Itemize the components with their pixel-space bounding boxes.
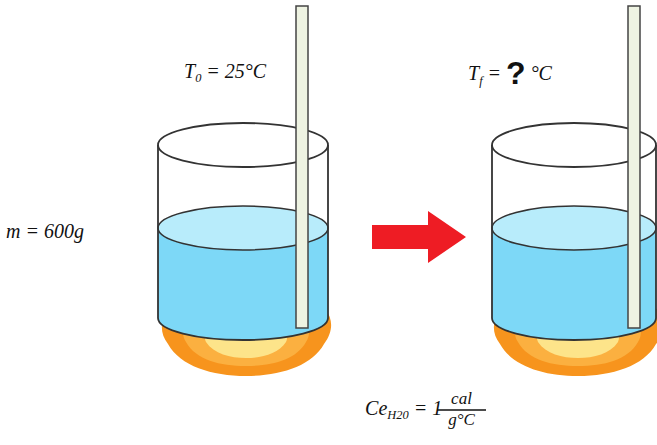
unit-numerator: cal	[451, 390, 472, 409]
text-part: m = 600g	[6, 220, 84, 242]
text-part: °C	[526, 62, 552, 84]
mass-label: m = 600g	[6, 220, 84, 242]
text-part: Ce	[365, 397, 387, 419]
text-part: = 25°C	[201, 60, 266, 82]
unit-denominator: g°C	[448, 411, 475, 430]
text-part: ?	[506, 55, 526, 91]
text-part: g°C	[448, 410, 475, 429]
text-part: f	[479, 74, 482, 88]
text-part: 0	[195, 71, 201, 85]
text-part: T	[184, 60, 195, 82]
specific-heat: CeH20 = 1	[365, 397, 442, 423]
left-thermometer	[296, 6, 308, 328]
initial-temperature: T0 = 25°C	[184, 60, 266, 86]
text-part: T	[468, 62, 479, 84]
final-temperature: Tf = ? °C	[468, 56, 552, 91]
text-part: cal	[451, 389, 472, 408]
text-part: =	[483, 62, 507, 84]
process-arrow	[372, 211, 466, 263]
text-part: = 1	[409, 397, 443, 419]
text-part: H20	[387, 408, 408, 422]
right-thermometer	[628, 6, 640, 328]
